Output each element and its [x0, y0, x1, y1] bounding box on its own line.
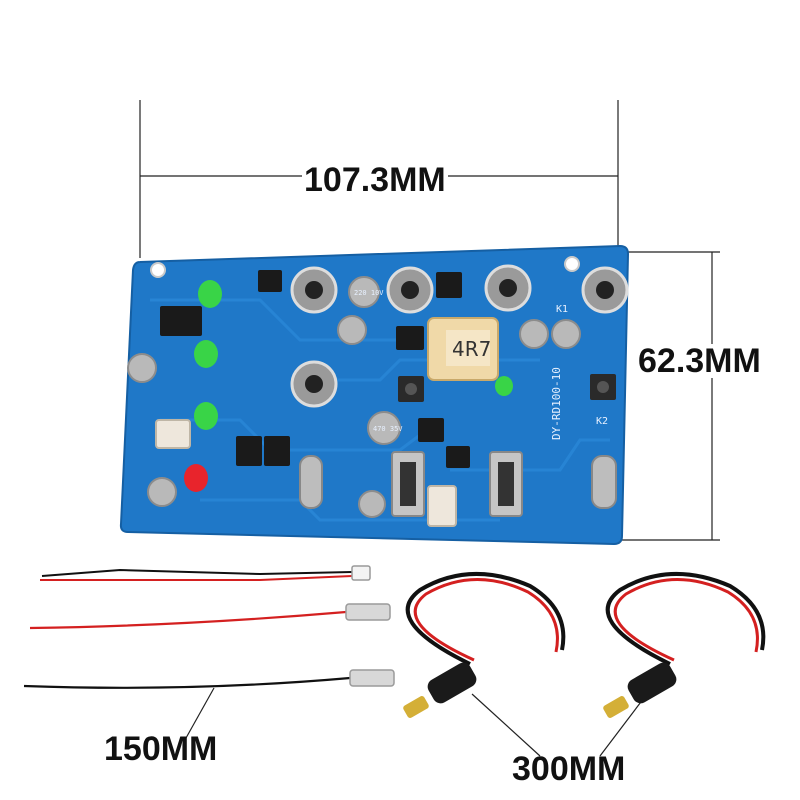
wire-black-spade	[23, 669, 395, 689]
led-green	[495, 376, 513, 396]
dc-cable-length-label: 300MM	[512, 750, 626, 788]
dc-jack	[484, 264, 532, 312]
dc-plug-body	[627, 662, 677, 704]
leds	[184, 280, 513, 492]
dc-cable-left	[403, 571, 566, 718]
wire-pair-jst	[40, 565, 371, 581]
leader-short-wire	[185, 687, 215, 739]
usb-c-port	[299, 455, 323, 509]
dc-jack	[581, 266, 629, 314]
jst-plug	[351, 565, 371, 581]
led-green	[194, 340, 218, 368]
capacitor	[551, 319, 581, 349]
inductor: 4R7	[427, 317, 499, 381]
mounting-hole	[150, 262, 166, 278]
inductor-marking: 4R7	[452, 337, 491, 361]
mosfet	[264, 436, 290, 466]
pcb-board: 220 10V 470 35V	[119, 244, 630, 546]
ic-chip	[446, 446, 470, 468]
led-red	[184, 464, 208, 492]
capacitors: 220 10V 470 35V	[127, 276, 581, 518]
dc-plug-body	[427, 662, 477, 704]
capacitor	[358, 490, 386, 518]
tact-switches	[398, 374, 616, 402]
short-wires	[23, 565, 395, 689]
usb-a-port	[391, 451, 425, 517]
dc-plug-tip	[403, 696, 429, 718]
silkscreen-k2: K2	[596, 416, 608, 427]
ic-chip	[418, 418, 444, 442]
ics	[160, 270, 470, 468]
dc-jack	[386, 266, 434, 314]
capacitor	[147, 477, 177, 507]
dc-jack	[290, 360, 338, 408]
led-green	[198, 280, 222, 308]
regulator	[258, 270, 282, 292]
mounting-hole	[564, 256, 580, 272]
ic-chip	[436, 272, 462, 298]
board-height-label: 62.3MM	[636, 342, 763, 380]
dc-cable-right	[603, 571, 766, 718]
usb-a-port	[489, 451, 523, 517]
silkscreen-model: DY-RD100-10	[550, 367, 563, 440]
usb-c-ports	[299, 455, 617, 509]
jst-connector	[155, 419, 191, 449]
board-width-label: 107.3MM	[302, 161, 448, 199]
dc-cables	[403, 571, 766, 718]
capacitor	[337, 315, 367, 345]
capacitor-marking: 220 10V	[354, 289, 384, 297]
capacitor	[127, 353, 157, 383]
wire-red-spade	[29, 603, 391, 630]
dc-plug-tip	[603, 696, 629, 718]
capacitor	[519, 319, 549, 349]
silkscreen-k1: K1	[556, 304, 568, 315]
led-green	[194, 402, 218, 430]
short-wire-length-label: 150MM	[104, 730, 218, 768]
dc-jacks	[290, 264, 629, 408]
leader-cable-left	[471, 693, 541, 757]
ic-chip	[160, 306, 202, 336]
capacitor: 220 10V	[348, 276, 384, 308]
usb-c-port	[591, 455, 617, 509]
ic-chip	[396, 326, 424, 350]
mosfet	[236, 436, 262, 466]
capacitor-marking: 470 35V	[373, 425, 403, 433]
spade-terminal	[345, 603, 391, 621]
spade-terminal	[349, 669, 395, 687]
capacitor: 470 35V	[367, 411, 403, 445]
dc-jack	[290, 266, 338, 314]
jst-connector	[427, 485, 457, 527]
usb-a-ports	[391, 451, 523, 517]
